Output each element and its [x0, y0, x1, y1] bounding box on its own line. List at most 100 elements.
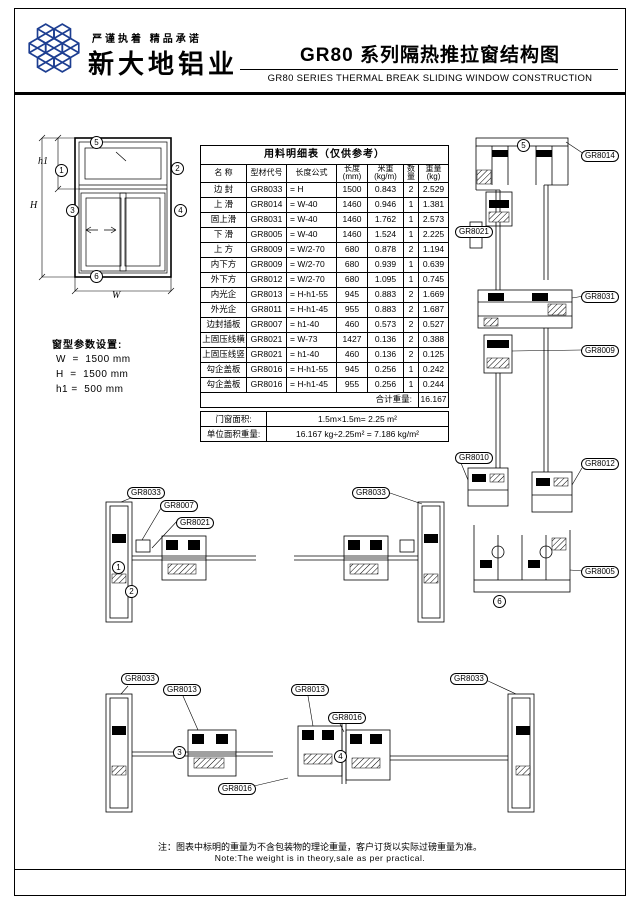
company-slogan: 严谨执着 精品承诺 — [92, 34, 202, 45]
bom-cell: 1.381 — [417, 196, 450, 213]
header-cell: 名 称 — [200, 164, 247, 183]
bom-cell: = W/2-70 — [286, 256, 337, 273]
bom-summary-table: 门窗面积: 1.5m×1.5m= 2.25 m² 单位面积重量: 16.167 … — [200, 411, 449, 442]
bom-cell: GR8009 — [246, 241, 287, 258]
bom-cell: GR8016 — [246, 376, 287, 393]
bom-cell: 1.095 — [367, 271, 404, 288]
bom-cell: GR8013 — [246, 286, 287, 303]
header-rule — [15, 92, 625, 95]
label-gr8013-middle: GR8013 — [291, 684, 329, 696]
bom-cell: 0.843 — [367, 181, 404, 198]
bom-cell: 2.529 — [417, 181, 450, 198]
bom-cell: = H-h1-45 — [286, 376, 337, 393]
callout-4: 4 — [174, 204, 187, 217]
bom-cell: GR8021 — [246, 346, 287, 363]
bom-cell: 勾企盖板 — [200, 361, 247, 378]
bom-cell: 1.194 — [417, 241, 450, 258]
bom-cell: 1460 — [336, 211, 368, 228]
bom-cell: 上 滑 — [200, 196, 247, 213]
callout-3-section: 3 — [173, 746, 186, 759]
bom-cell: GR8005 — [246, 226, 287, 243]
footer-note-en: Note:The weight is in theory,sale as per… — [214, 853, 426, 863]
bom-cell: 945 — [336, 286, 368, 303]
meeting-stile-section-drawing — [88, 666, 540, 826]
bom-cell: 2.573 — [417, 211, 450, 228]
bom-cell: 680 — [336, 271, 368, 288]
bom-cell: 1 — [403, 196, 419, 213]
bom-cell: = W-40 — [286, 226, 337, 243]
bom-cell: 955 — [336, 376, 368, 393]
params-title: 窗型参数设置: — [52, 340, 123, 351]
label-gr8014: GR8014 — [581, 150, 619, 162]
label-gr8033-right-jamb: GR8033 — [352, 487, 390, 499]
bom-cell: 上固压线横 — [200, 331, 247, 348]
dim-label-h1: h1 — [38, 156, 48, 167]
bom-cell: = W-40 — [286, 211, 337, 228]
bom-cell: 680 — [336, 241, 368, 258]
label-gr8033-left-jamb: GR8033 — [127, 487, 165, 499]
label-gr8031: GR8031 — [581, 291, 619, 303]
vertical-section-drawing — [448, 130, 628, 622]
bom-cell: 0.136 — [367, 331, 404, 348]
bom-title: 用料明细表（仅供参考） — [199, 145, 450, 165]
bom-cell: 勾企盖板 — [200, 376, 247, 393]
window-elevation-drawing — [28, 128, 203, 308]
bom-cell: 0.883 — [367, 286, 404, 303]
bom-cell: 边 封 — [200, 181, 247, 198]
bom-cell: 2 — [403, 346, 419, 363]
unit-weight-row: 单位面积重量: 16.167 kg÷2.25m² = 7.186 kg/m² — [200, 426, 449, 442]
company-logo — [26, 22, 82, 74]
bom-cell: 0.136 — [367, 346, 404, 363]
bom-cell: 0.256 — [367, 376, 404, 393]
bom-cell: 0.244 — [417, 376, 450, 393]
window-elevation-svg — [38, 134, 175, 295]
bom-cell: 0.125 — [417, 346, 450, 363]
bom-cell: 外下方 — [200, 271, 247, 288]
meeting-stile-section-svg — [105, 679, 535, 813]
bom-cell: = h1-40 — [286, 346, 337, 363]
param-h1: h1 = 500 mm — [56, 384, 124, 395]
label-gr8033-bottom-left: GR8033 — [121, 673, 159, 685]
bom-cell: 上 方 — [200, 241, 247, 258]
bom-cell: = W/2-70 — [286, 271, 337, 288]
bom-cell: 2.225 — [417, 226, 450, 243]
bom-cell: = h1-40 — [286, 316, 337, 333]
bom-cell: 1460 — [336, 196, 368, 213]
bom-cell: 680 — [336, 256, 368, 273]
title-divider — [240, 69, 618, 70]
label-gr8013-left: GR8013 — [163, 684, 201, 696]
header-cell: 长度公式 — [286, 164, 337, 183]
callout-3: 3 — [66, 204, 79, 217]
footer-note-cn: 注：图表中标明的重量为不含包装物的理论重量，客户订货以实际过磅重量为准。 — [157, 842, 482, 852]
bom-cell: = H — [286, 181, 337, 198]
bom-cell: = W-73 — [286, 331, 337, 348]
bom-cell: 下 滑 — [200, 226, 247, 243]
callout-6-section: 6 — [493, 595, 506, 608]
bom-header-row: 名 称型材代号长度公式长度(mm)米重(kg/m)数 量重量(kg) — [200, 164, 450, 183]
bom-cell: = W-40 — [286, 196, 337, 213]
bom-cell: 上固压线竖 — [200, 346, 247, 363]
company-name: 新大地铝业 — [88, 50, 239, 79]
param-w: W = 1500 mm — [56, 354, 131, 365]
bom-cell: 0.242 — [417, 361, 450, 378]
bom-cell: 1.687 — [417, 301, 450, 318]
bom-cell: GR8007 — [246, 316, 287, 333]
callout-6: 6 — [90, 270, 103, 283]
bom-cell: 0.256 — [367, 361, 404, 378]
bom-cell: = W/2-70 — [286, 241, 337, 258]
sheet-title-cn: GR80 系列隔热推拉窗结构图 — [300, 45, 560, 66]
bom-title-row: 用料明细表（仅供参考） — [199, 145, 450, 165]
bom-cell: 1427 — [336, 331, 368, 348]
bom-cell: GR8033 — [246, 181, 287, 198]
bom-cell: 0.745 — [417, 271, 450, 288]
callout-5-section: 5 — [517, 139, 530, 152]
